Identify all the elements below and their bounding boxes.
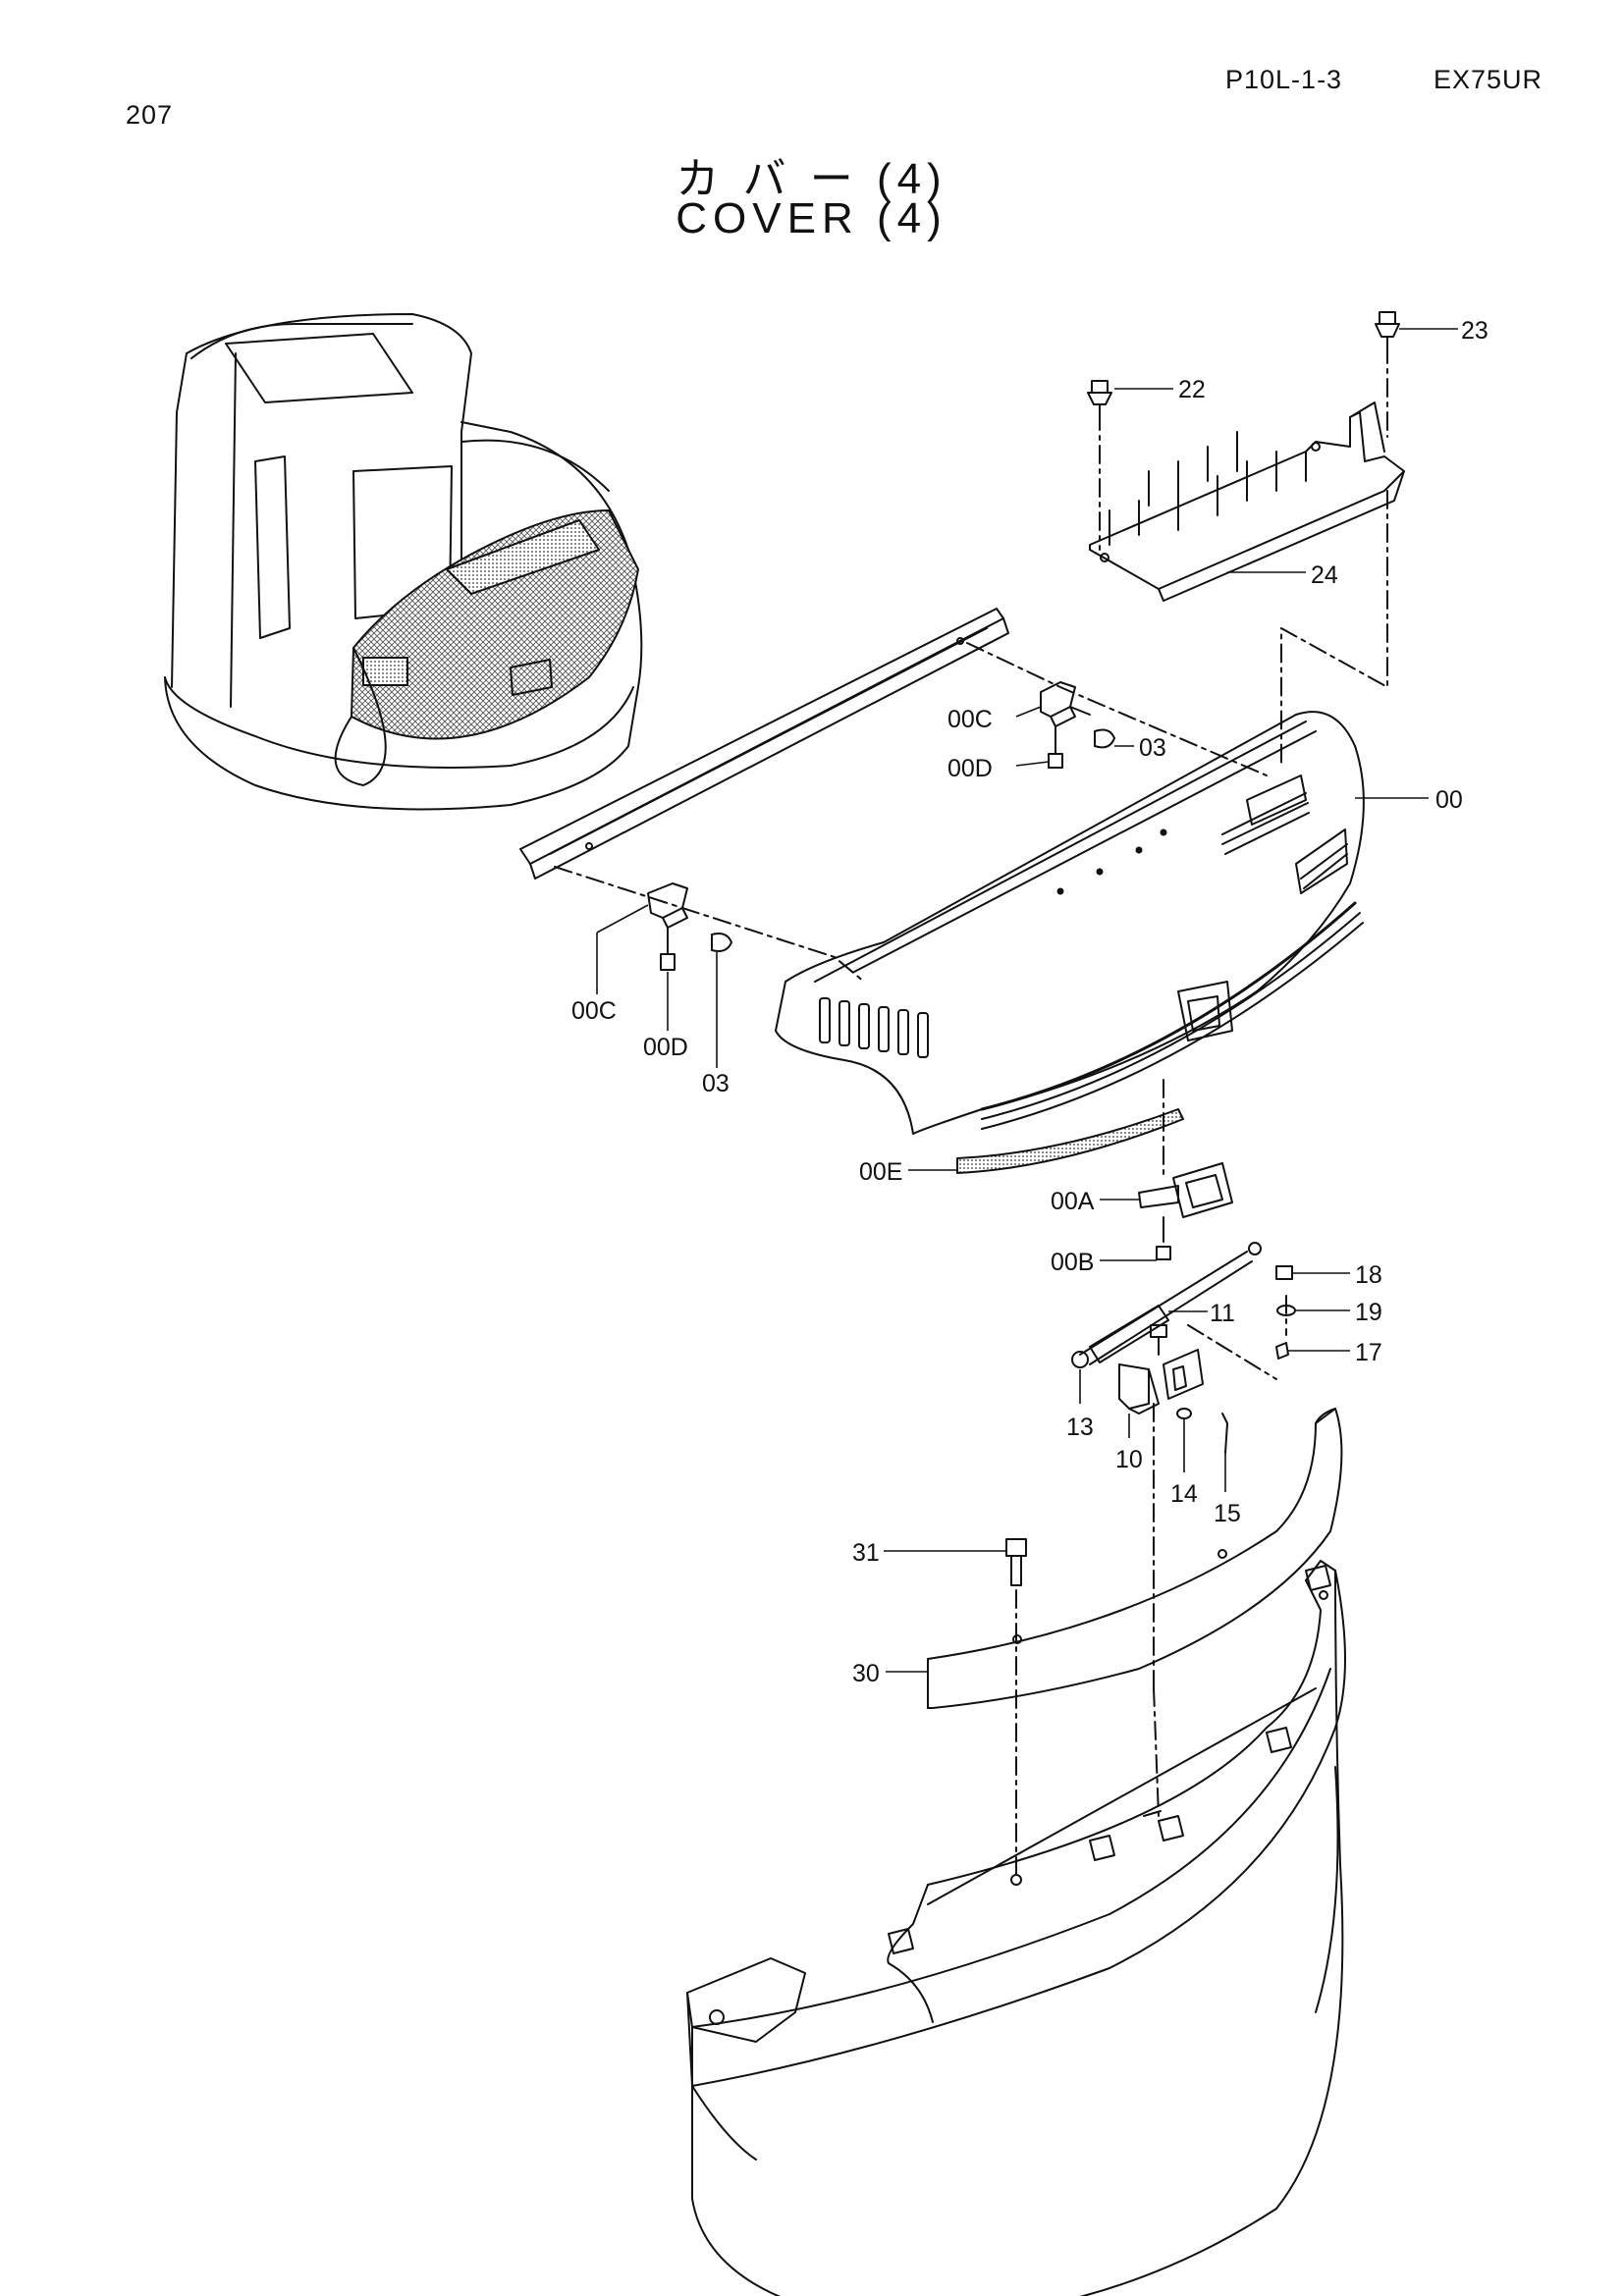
- part-15-pin: [1221, 1413, 1228, 1454]
- machine-overview-illustration: [164, 313, 643, 811]
- bolt-00D-top: [1048, 753, 1063, 769]
- catalog-code: P10L-1-3: [1225, 65, 1343, 94]
- callout-00C-left: 00C: [571, 997, 617, 1025]
- bracket-00C-top: [1040, 681, 1091, 727]
- callout-00D-left: 00D: [643, 1034, 688, 1061]
- part-24-plate: [1089, 401, 1405, 602]
- part-22-bolt: [1087, 380, 1112, 551]
- part-gas-spring: [1071, 1242, 1262, 1368]
- callout-03-top: 03: [1139, 734, 1166, 762]
- callout-17: 17: [1355, 1339, 1382, 1366]
- part-10-bracket: [1118, 1363, 1160, 1415]
- part-17-bracket: [1163, 1342, 1289, 1400]
- bracket-00C-left: [647, 882, 688, 929]
- callout-22: 22: [1178, 376, 1206, 403]
- callout-18: 18: [1355, 1261, 1382, 1289]
- title-english: COVER (4): [676, 194, 947, 242]
- part-14-washer: [1176, 1408, 1192, 1419]
- callout-10: 10: [1115, 1446, 1143, 1473]
- callout-23: 23: [1461, 317, 1488, 345]
- counterweight: [686, 1560, 1346, 2296]
- title-japanese: カ バ ー (4): [676, 155, 947, 203]
- callout-31: 31: [852, 1539, 880, 1567]
- callout-15: 15: [1214, 1500, 1241, 1527]
- part-00A-latch: [1138, 1079, 1233, 1243]
- callout-30: 30: [852, 1660, 880, 1687]
- part-23-bolt: [1375, 311, 1400, 438]
- callout-24: 24: [1311, 561, 1338, 589]
- callout-00: 00: [1435, 786, 1463, 814]
- part-00E-seal: [956, 1108, 1184, 1174]
- cover-vent-slots: [819, 997, 929, 1058]
- callout-00A: 00A: [1051, 1188, 1095, 1215]
- part-00-cover: [775, 711, 1365, 1135]
- callout-11: 11: [1210, 1300, 1235, 1327]
- part-00B-bolt: [1156, 1246, 1171, 1260]
- callout-00C-top: 00C: [947, 706, 993, 733]
- part-18-bolt: [1275, 1265, 1293, 1280]
- callout-14: 14: [1170, 1480, 1198, 1508]
- page-number: 207: [126, 100, 174, 130]
- callout-00E: 00E: [859, 1158, 902, 1186]
- leader-plate-to-cover: [1280, 490, 1388, 767]
- callout-13: 13: [1066, 1414, 1094, 1441]
- callout-00D-top: 00D: [947, 755, 993, 782]
- model-name: EX75UR: [1434, 65, 1543, 94]
- bolt-03-left: [711, 933, 732, 952]
- part-11-bolt: [1150, 1324, 1167, 1356]
- bolt-00D-left: [660, 953, 676, 971]
- part-19-washer: [1276, 1305, 1296, 1316]
- bolt-03-top: [1094, 728, 1115, 749]
- callout-03-left: 03: [702, 1070, 730, 1097]
- part-31-bolt: [1005, 1538, 1027, 1881]
- callout-19: 19: [1355, 1299, 1382, 1326]
- callout-00B: 00B: [1051, 1249, 1094, 1276]
- rail-strip: [519, 608, 1009, 880]
